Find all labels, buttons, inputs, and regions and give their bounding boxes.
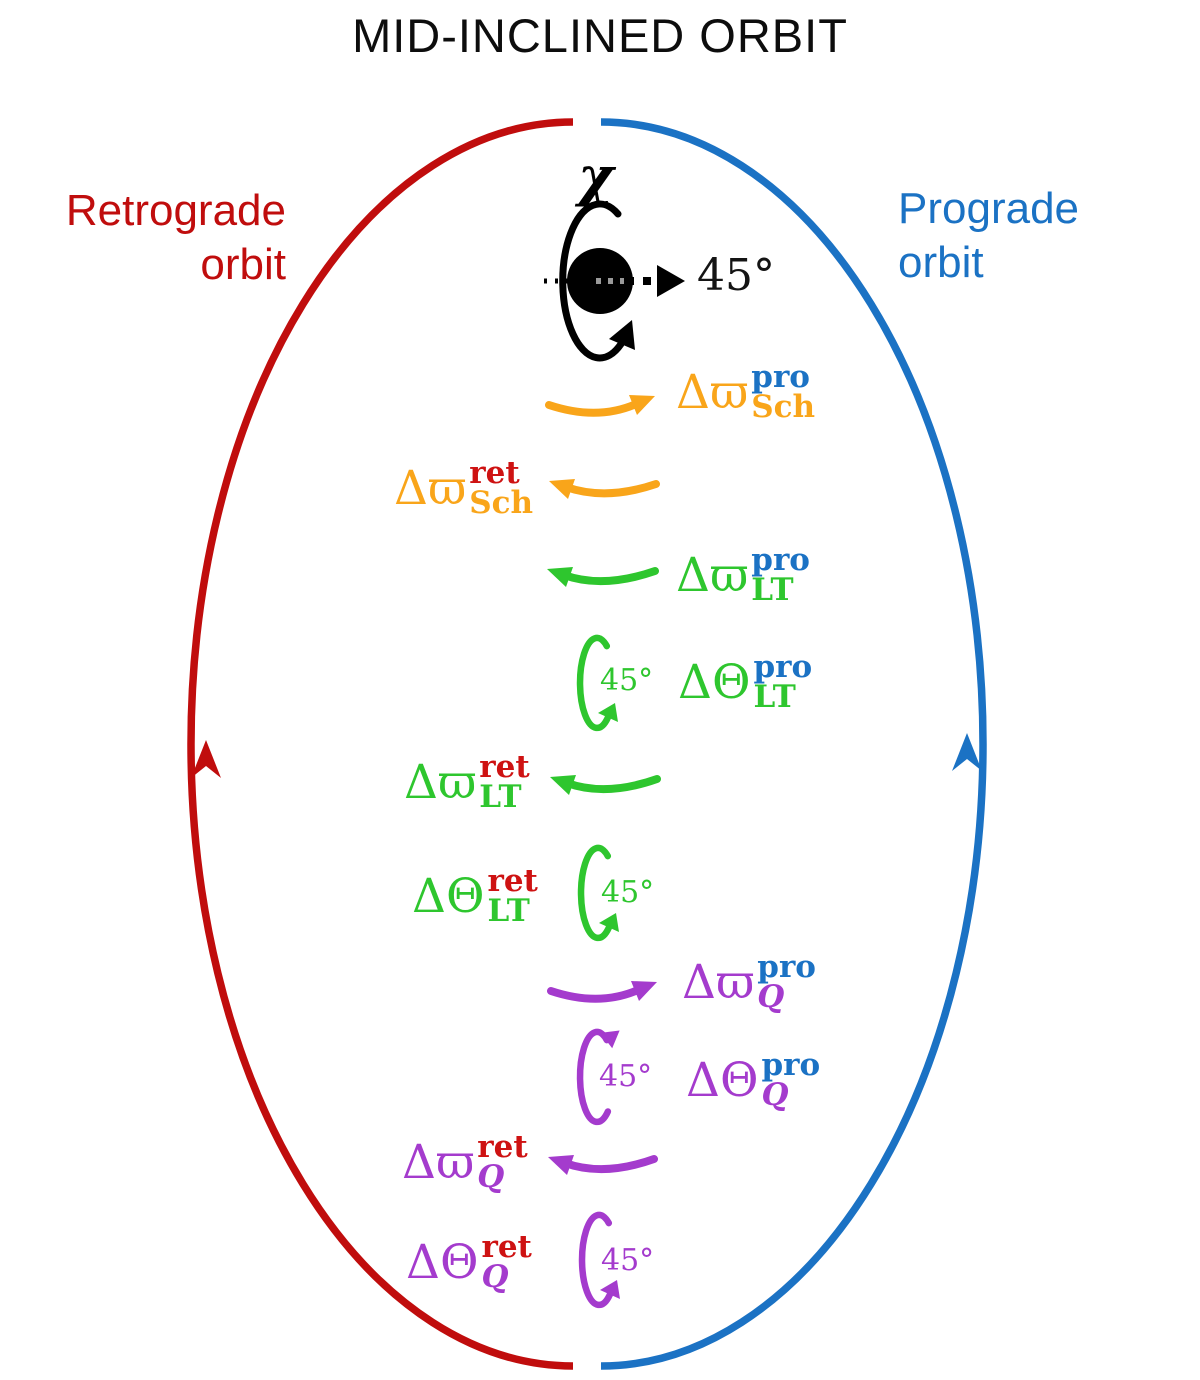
- annotation-symbol: Δϖ: [682, 954, 755, 1010]
- annotation-symbol: ΔΘ: [686, 1052, 759, 1108]
- retrograde-orbit-label-line1: Retrograde: [65, 186, 286, 235]
- annotation-subscript: Q: [757, 979, 785, 1016]
- lense-thirring-ret-precession-arrow: [550, 775, 661, 795]
- annotation-dtheta-q-ret: ΔΘ ret Q: [406, 1229, 532, 1296]
- annotation-scripts: ret Q: [481, 1229, 532, 1296]
- prograde-orbit-label: Prograde orbit: [898, 182, 1158, 289]
- annotation-superscript: ret: [487, 863, 538, 899]
- tilt-angle-label-q-ret: 45°: [601, 1243, 655, 1278]
- annotation-superscript: pro: [761, 1047, 821, 1083]
- annotation-symbol: Δϖ: [394, 460, 467, 516]
- annotation-symbol: Δϖ: [676, 547, 749, 603]
- spin-rotation-arrow: [559, 200, 635, 362]
- tilt-angle-label-q-pro: 45°: [599, 1059, 653, 1094]
- annotation-superscript: pro: [751, 359, 810, 395]
- annotation-dw-lt-pro: Δϖ pro LT: [676, 542, 810, 609]
- annotation-scripts: ret Q: [477, 1129, 528, 1196]
- prograde-orbit-label-line1: Prograde: [898, 184, 1080, 233]
- schwarzschild-ret-precession-arrow: [549, 479, 660, 499]
- retrograde-orbit-arc: [187, 118, 574, 1370]
- quadrupole-ret-tilt-arrow: [578, 1211, 620, 1309]
- annotation-subscript: Q: [477, 1159, 505, 1196]
- annotation-subscript: LT: [479, 779, 522, 816]
- annotation-scripts: pro Q: [757, 949, 816, 1016]
- tilt-angle-label-lt-pro: 45°: [600, 663, 654, 698]
- annotation-dw-sch-ret: Δϖ ret Sch: [394, 455, 534, 522]
- annotation-superscript: ret: [481, 1229, 532, 1265]
- annotation-scripts: ret Sch: [469, 455, 534, 522]
- spin-axis-arrowhead: [657, 265, 685, 297]
- prograde-direction-arrowhead: [952, 733, 982, 771]
- annotation-symbol: ΔΘ: [406, 1234, 479, 1290]
- prograde-orbit-label-line2: orbit: [898, 237, 984, 287]
- annotation-subscript: LT: [753, 679, 796, 716]
- annotation-dw-lt-ret: Δϖ ret LT: [404, 749, 530, 816]
- lense-thirring-ret-tilt-arrow: [577, 844, 619, 942]
- annotation-symbol: Δϖ: [402, 1134, 475, 1190]
- annotation-subscript: Sch: [751, 389, 816, 426]
- annotation-symbol: ΔΘ: [412, 868, 485, 924]
- annotation-dtheta-q-pro: ΔΘ pro Q: [686, 1047, 821, 1114]
- annotation-subscript: Sch: [469, 485, 534, 522]
- annotation-symbol: Δϖ: [404, 754, 477, 810]
- annotation-superscript: ret: [477, 1129, 528, 1165]
- annotation-symbol: Δϖ: [676, 364, 749, 420]
- annotation-scripts: ret LT: [479, 749, 530, 816]
- schwarzschild-pro-precession-arrow: [545, 395, 655, 417]
- annotation-superscript: ret: [469, 455, 520, 491]
- annotation-dw-q-pro: Δϖ pro Q: [682, 949, 816, 1016]
- annotation-symbol: ΔΘ: [678, 654, 751, 710]
- retrograde-orbit-label-line2: orbit: [200, 239, 286, 289]
- lense-thirring-pro-precession-arrow: [547, 567, 659, 587]
- annotation-dtheta-lt-pro: ΔΘ pro LT: [678, 649, 813, 716]
- annotation-dw-sch-pro: Δϖ pro Sch: [676, 359, 816, 426]
- page-title: MID-INCLINED ORBIT: [352, 9, 848, 62]
- spin-axis-angle-label: 45°: [697, 250, 775, 301]
- quadrupole-pro-tilt-arrow: [576, 1028, 620, 1126]
- annotation-superscript: pro: [757, 949, 816, 985]
- annotation-subscript: Q: [481, 1259, 509, 1296]
- black-hole: [544, 200, 685, 362]
- annotation-scripts: ret LT: [487, 863, 538, 930]
- annotation-superscript: pro: [751, 542, 810, 578]
- annotation-dw-q-ret: Δϖ ret Q: [402, 1129, 528, 1196]
- quadrupole-ret-precession-arrow: [548, 1155, 658, 1175]
- annotation-dtheta-lt-ret: ΔΘ ret LT: [412, 863, 538, 930]
- prograde-orbit-arc: [600, 118, 987, 1370]
- annotation-subscript: LT: [487, 893, 530, 930]
- retrograde-direction-arrowhead: [191, 740, 221, 778]
- spin-rotation-arrowhead: [609, 320, 635, 350]
- spin-parameter-symbol: χ: [578, 144, 614, 208]
- quadrupole-pro-precession-arrow: [547, 981, 657, 1003]
- retrograde-orbit-label: Retrograde orbit: [30, 184, 286, 291]
- annotation-subscript: Q: [761, 1077, 789, 1114]
- annotation-scripts: pro LT: [751, 542, 810, 609]
- lense-thirring-pro-tilt-arrow: [576, 634, 618, 732]
- annotation-scripts: pro Sch: [751, 359, 816, 426]
- annotation-superscript: pro: [753, 649, 813, 685]
- tilt-angle-label-lt-ret: 45°: [601, 875, 655, 910]
- annotation-scripts: pro LT: [753, 649, 813, 716]
- annotation-superscript: ret: [479, 749, 530, 785]
- annotation-scripts: pro Q: [761, 1047, 821, 1114]
- annotation-subscript: LT: [751, 572, 794, 609]
